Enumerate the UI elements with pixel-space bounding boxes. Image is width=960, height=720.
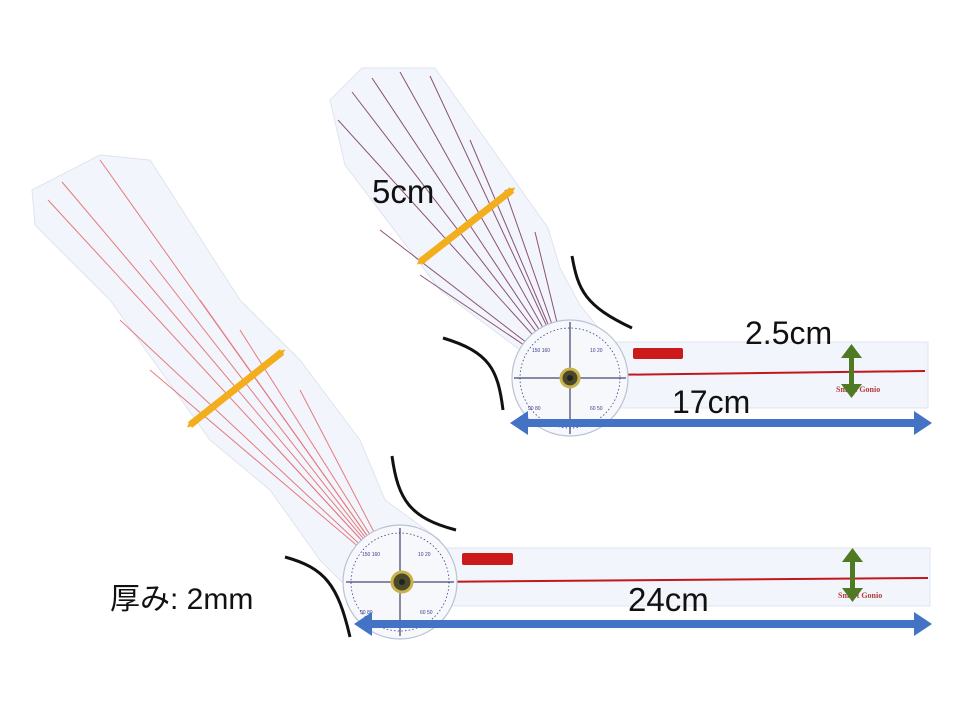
small-height-label: 2.5cm [745, 315, 833, 351]
small-red-marker [633, 348, 683, 359]
small-outline-upper [570, 255, 633, 330]
large-height-arrow [842, 548, 863, 602]
large-outline-lower [284, 555, 352, 638]
thickness-label: 厚み: 2mm [110, 583, 254, 616]
svg-text:10 20: 10 20 [418, 552, 431, 558]
large-red-marker [462, 553, 513, 565]
svg-text:90 80: 90 80 [360, 610, 373, 616]
svg-text:10 20: 10 20 [590, 348, 603, 354]
dimension-arrows [186, 187, 932, 636]
svg-text:60 50: 60 50 [420, 610, 433, 616]
small-width-arrow [416, 187, 516, 265]
large-arm-red-line [419, 577, 929, 583]
large-outline-upper [390, 455, 457, 532]
small-goniometer: Smart Gonio 150 160 10 20 90 80 60 50 [329, 67, 929, 437]
svg-text:90 80: 90 80 [528, 406, 541, 412]
small-arm-red-line [599, 370, 926, 376]
large-length-arrow [354, 612, 932, 636]
small-width-label: 5cm [372, 173, 435, 210]
large-length-label: 24cm [628, 581, 709, 618]
large-width-arrow [186, 349, 286, 428]
svg-text:150 160: 150 160 [532, 348, 550, 354]
small-outline-lower [442, 336, 505, 411]
small-length-arrow [510, 411, 932, 435]
svg-text:60 50: 60 50 [590, 406, 603, 412]
large-brand-text: Smart Gonio [838, 591, 882, 600]
small-length-label: 17cm [672, 384, 751, 420]
svg-text:150 160: 150 160 [362, 552, 380, 558]
small-height-arrow [841, 344, 862, 398]
small-brand-text: Smart Gonio [836, 385, 880, 394]
